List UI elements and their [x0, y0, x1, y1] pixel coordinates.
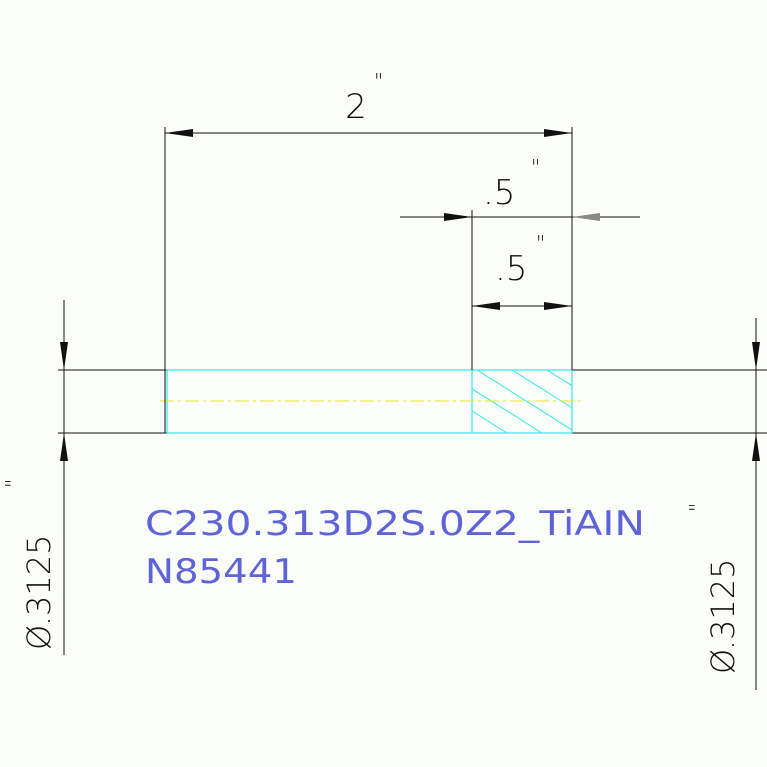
diameter-right-label: Ø.3125 " [685, 503, 742, 674]
step-upper-arrow-left [444, 213, 472, 221]
part-code: C230.313D2S.0Z2_TiAIN [145, 504, 645, 544]
diameter-left-arrow-bottom [60, 433, 68, 461]
svg-text:": " [685, 503, 709, 512]
diameter-left-arrow-top [60, 342, 68, 370]
svg-text:Ø.3125: Ø.3125 [704, 559, 742, 675]
step-lower-value: .5 [495, 249, 527, 289]
step-lower-unit-mark: " [536, 231, 545, 255]
part-number: N85441 [145, 552, 297, 592]
overall-length-arrow-right [544, 129, 572, 137]
step-lower-arrow-right [544, 302, 572, 310]
step-upper-unit-mark: " [531, 155, 540, 179]
svg-text:": " [1, 479, 25, 488]
overall-length-unit-mark: " [374, 69, 383, 93]
diameter-left-label: Ø.3125 " [1, 479, 58, 650]
step-lower-arrow-left [472, 302, 500, 310]
step-upper-arrow-right [572, 213, 600, 221]
diameter-right-arrow-bottom [752, 433, 760, 461]
step-upper-value: .5 [483, 173, 515, 213]
overall-length-value: 2 [345, 87, 367, 127]
diameter-right-arrow-top [752, 342, 760, 370]
svg-text:Ø.3125: Ø.3125 [20, 535, 58, 651]
overall-length-arrow-left [165, 129, 193, 137]
